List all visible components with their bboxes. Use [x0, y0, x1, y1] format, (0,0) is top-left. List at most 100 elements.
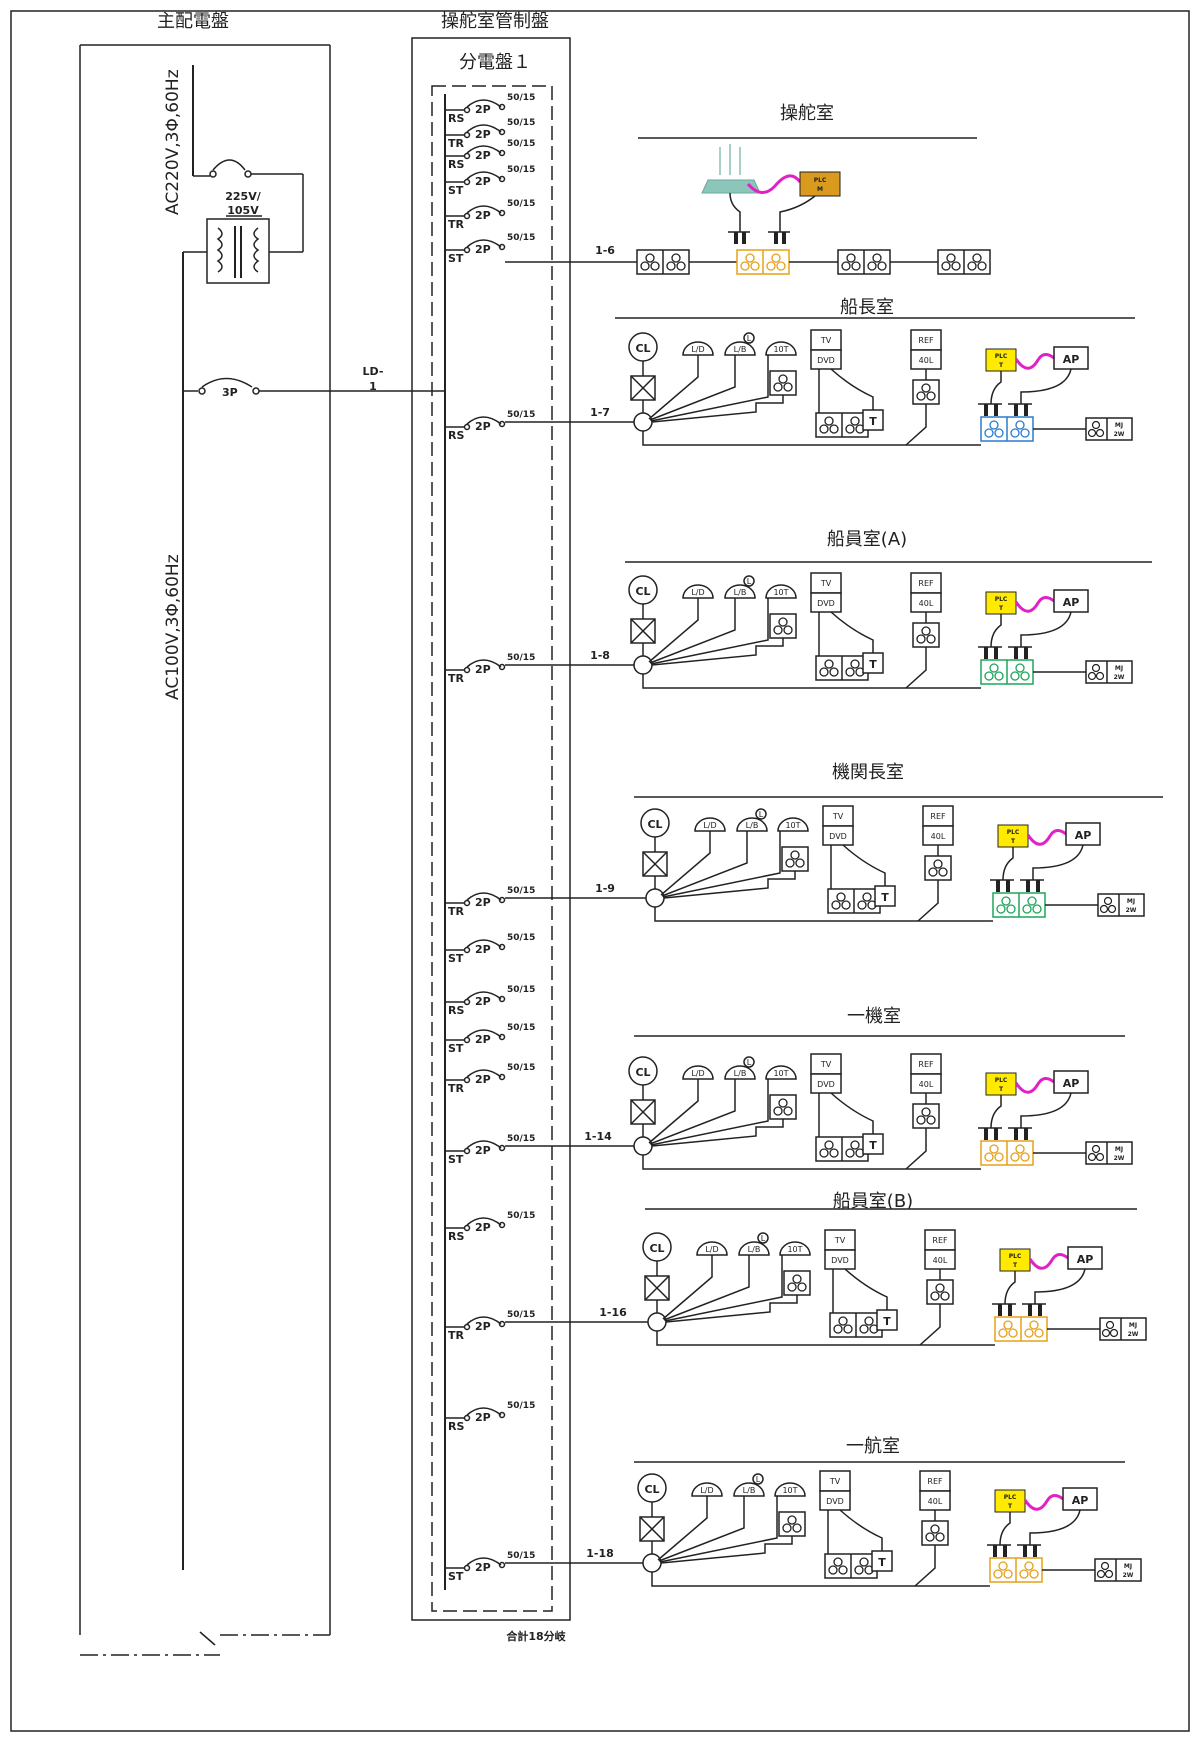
wheelhouse-cable	[746, 174, 802, 194]
breaker-phase: TR	[448, 905, 465, 918]
lamp-marker-icon	[755, 808, 767, 820]
breaker-phase: RS	[448, 1004, 464, 1017]
breaker-rating: 50/15	[507, 199, 535, 209]
plc-t-label-2: T	[1008, 1503, 1013, 1510]
t-box	[874, 885, 896, 907]
breaker-type: 2P	[475, 1033, 491, 1046]
breaker-phase: ST	[448, 1570, 464, 1583]
ap-label: AP	[1075, 829, 1092, 842]
lamp-icon	[724, 341, 756, 356]
plc-t-label-2: T	[1013, 1262, 1018, 1269]
wheelhouse-outlet-3	[837, 249, 891, 275]
lamp-marker-label: L	[747, 1058, 752, 1067]
breaker-type: 2P	[475, 149, 491, 162]
plc-t-label-2: T	[999, 362, 1004, 369]
ref-size-label: 40L	[931, 832, 946, 841]
plc-outlet	[980, 416, 1034, 442]
transformer: 225V/ 105V	[183, 190, 270, 284]
room-title: 一機室	[847, 1006, 901, 1027]
breaker-rating: 50/15	[507, 1134, 535, 1144]
lamp-marker-label: L	[747, 334, 752, 343]
sub-panel-title: 分電盤１	[459, 52, 531, 73]
lamp-icon	[765, 584, 797, 599]
plc-outlet	[992, 892, 1046, 918]
wheelhouse-title: 操舵室	[780, 103, 834, 124]
ap-label: AP	[1063, 353, 1080, 366]
ref-outlet	[912, 622, 940, 648]
breaker-type: 2P	[475, 943, 491, 956]
junction-box	[645, 888, 665, 908]
plc-cable	[1023, 1494, 1064, 1511]
breaker-type: 2P	[475, 1073, 491, 1086]
tv-label: TV	[834, 1236, 846, 1245]
ceiling-light-icon	[642, 1232, 672, 1262]
wheelhouse-outlet-1	[636, 249, 690, 275]
plc-t-label: PLC	[995, 353, 1008, 360]
lamp-icon	[777, 817, 809, 832]
circuit-label: 1-18	[586, 1547, 614, 1560]
t-box	[862, 1133, 884, 1155]
breaker-type: 2P	[475, 420, 491, 433]
lamp-label: L/B	[734, 588, 747, 597]
transformer-rating: 225V/	[225, 190, 261, 203]
room-title: 船長室	[840, 297, 894, 318]
dvd-box	[810, 1073, 842, 1094]
breaker-rating: 50/15	[507, 1310, 535, 1320]
diagram-frame	[10, 10, 1190, 1732]
breaker-type: 2P	[475, 128, 491, 141]
breaker-type: 2P	[475, 1221, 491, 1234]
tv-label: TV	[832, 812, 844, 821]
lamp-icon	[694, 817, 726, 832]
ceiling-light-icon	[628, 1056, 658, 1086]
junction-box	[647, 1312, 667, 1332]
lamp-label: L/D	[691, 345, 704, 354]
sub-panel-box	[431, 85, 553, 1612]
tv-outlet	[824, 1553, 878, 1579]
wheelhouse-outlets	[636, 249, 991, 275]
plc-t-label: PLC	[1009, 1253, 1022, 1260]
t-label: T	[869, 658, 877, 671]
lamp-icon	[682, 1065, 714, 1080]
circuit-label: 1-14	[584, 1130, 612, 1143]
ap-label: AP	[1063, 1077, 1080, 1090]
breaker-type: 2P	[475, 896, 491, 909]
t-box	[871, 1550, 893, 1572]
ceiling-light-label: CL	[635, 342, 650, 355]
breaker-rating: 50/15	[507, 985, 535, 995]
breaker-rating: 50/15	[507, 1063, 535, 1073]
ref-outlet	[912, 1103, 940, 1129]
ref-label: REF	[927, 1477, 943, 1486]
wall-outlet	[778, 1511, 806, 1537]
plc-t-label-2: T	[1011, 838, 1016, 845]
ref-size-label: 40L	[919, 599, 934, 608]
room-title: 船員室(B)	[833, 1191, 913, 1212]
tv-outlet	[815, 412, 869, 438]
ref-outlet	[921, 1520, 949, 1546]
lamp-marker-label: L	[761, 1234, 766, 1243]
t-label: T	[869, 1139, 877, 1152]
plc-plugs	[978, 403, 1032, 416]
breaker-phase: ST	[448, 252, 464, 265]
dvd-label: DVD	[817, 356, 835, 365]
ceiling-light-label: CL	[635, 585, 650, 598]
t-box	[862, 409, 884, 431]
breaker-phase: RS	[448, 1420, 464, 1433]
tv-label: TV	[829, 1477, 841, 1486]
lamp-label: L/B	[734, 345, 747, 354]
mj-label-2: 2W	[1123, 1572, 1134, 1579]
wall-outlet	[769, 1094, 797, 1120]
breaker-phase: RS	[448, 112, 464, 125]
plc-plugs	[992, 1303, 1046, 1316]
ref-label: REF	[930, 812, 946, 821]
main-breaker-220	[193, 159, 304, 253]
lamp-icon	[765, 341, 797, 356]
